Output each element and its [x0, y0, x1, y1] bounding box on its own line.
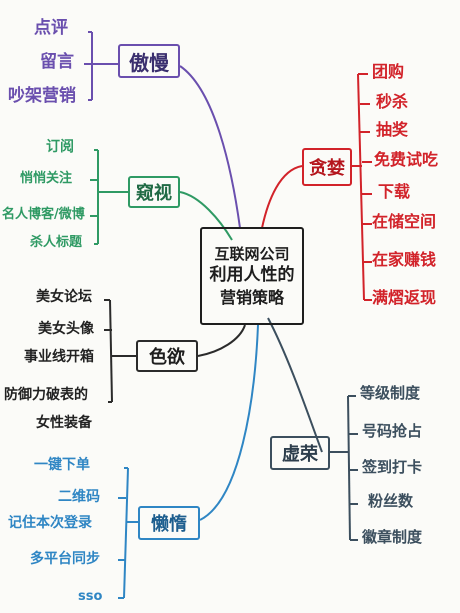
tanlan-item-1: 团购	[372, 62, 405, 81]
landuo-item-4: 多平台同步	[30, 551, 100, 567]
landuo-item-5: sso	[78, 589, 103, 604]
branch-tanlan-node: 贪婪	[302, 148, 352, 186]
seyu-item-3: 事业线开箱	[24, 349, 94, 365]
kuishi-item-1: 订阅	[46, 139, 74, 155]
branch-seyu-node: 色欲	[136, 340, 198, 372]
landuo-item-2: 二维码	[58, 489, 100, 505]
tanlan-item-2: 秒杀	[376, 92, 409, 111]
xurong-item-1: 等级制度	[360, 384, 421, 402]
seyu-item-5: 女性装备	[36, 415, 92, 431]
branch-aoman-lines	[84, 31, 241, 229]
xurong-item-5: 徽章制度	[362, 528, 423, 546]
aoman-item-2: 留言	[40, 52, 74, 72]
landuo-item-3: 记住本次登录	[8, 515, 92, 531]
branch-seyu-lines	[104, 299, 246, 403]
center-topic: 互联网公司 利用人性的 营销策略	[200, 227, 304, 325]
xurong-item-2: 号码抢占	[362, 422, 423, 440]
branch-landuo-lines	[118, 324, 259, 599]
tanlan-item-3: 抽奖	[376, 120, 409, 139]
branch-aoman-node: 傲慢	[118, 44, 180, 78]
seyu-item-1: 美女论坛	[36, 289, 92, 305]
branch-xurong-node: 虚荣	[270, 436, 330, 470]
branch-kuishi-lines	[90, 149, 233, 245]
kuishi-item-3: 名人博客/微博	[2, 207, 85, 222]
branch-kuishi-node: 窥视	[128, 176, 180, 208]
tanlan-item-4: 免费试吃	[374, 150, 439, 169]
tanlan-item-7: 在家赚钱	[372, 250, 437, 269]
center-line-2: 利用人性的	[209, 264, 295, 285]
seyu-item-4: 防御力破表的	[4, 387, 88, 403]
tanlan-item-5: 下载	[378, 182, 411, 201]
xurong-item-4: 粉丝数	[368, 492, 414, 510]
tanlan-item-6: 在储空间	[372, 212, 437, 231]
kuishi-item-2: 悄悄关注	[20, 171, 73, 186]
center-line-3: 营销策略	[219, 287, 284, 307]
seyu-item-2: 美女头像	[38, 321, 94, 337]
center-line-1: 互联网公司	[214, 244, 290, 263]
landuo-item-1: 一键下单	[34, 457, 90, 473]
branch-landuo-node: 懒惰	[138, 506, 200, 540]
branch-tanlan-lines	[261, 73, 372, 301]
aoman-item-3: 吵架营销	[8, 86, 76, 106]
branch-xurong-lines	[267, 317, 358, 541]
xurong-item-3: 签到打卡	[362, 458, 423, 476]
tanlan-item-8: 满熠返现	[372, 288, 437, 307]
aoman-item-1: 点评	[34, 18, 68, 38]
kuishi-item-4: 杀人标题	[30, 235, 83, 250]
